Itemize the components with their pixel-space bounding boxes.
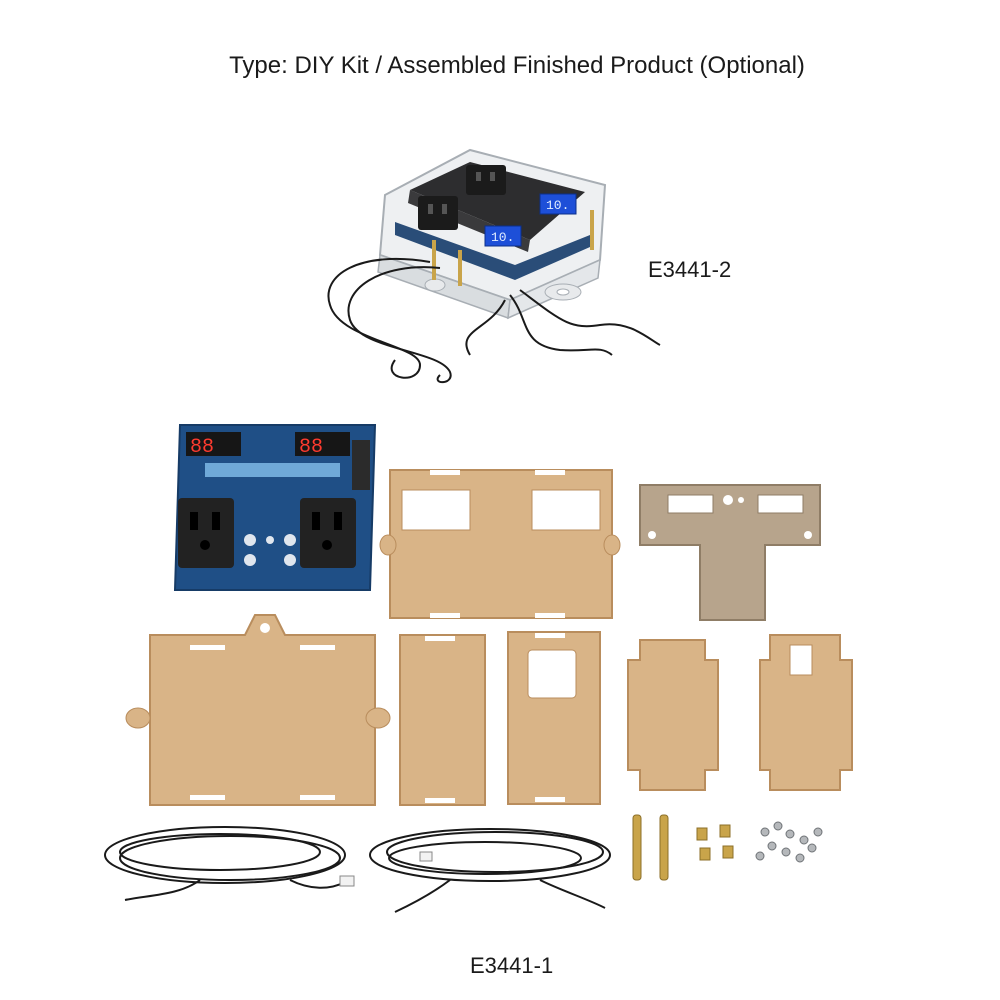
acrylic-side-panel-window xyxy=(507,631,601,805)
svg-text:10.: 10. xyxy=(546,198,569,213)
svg-text:88: 88 xyxy=(299,436,323,459)
socket-icon xyxy=(418,196,458,230)
temperature-display xyxy=(539,193,577,215)
acrylic-base-panel xyxy=(125,614,391,806)
socket-icon xyxy=(466,165,506,195)
gray-mounting-plate xyxy=(639,484,821,621)
brass-standoffs xyxy=(632,814,734,881)
acrylic-end-panel-slot xyxy=(759,634,853,791)
svg-text:88: 88 xyxy=(190,436,214,459)
temperature-probe-cable xyxy=(104,826,355,901)
temperature-probe-cable xyxy=(369,828,611,913)
socket-icon xyxy=(300,498,356,568)
diy-kit-label: E3441-1 xyxy=(470,953,554,978)
temperature-display xyxy=(484,225,522,247)
socket-icon xyxy=(178,498,234,568)
page-title: Type: DIY Kit / Assembled Finished Produ… xyxy=(229,52,805,79)
assembled-controller: 10. 10. xyxy=(327,148,661,384)
acrylic-end-panel xyxy=(627,639,719,791)
screws xyxy=(755,821,823,863)
led-display xyxy=(295,432,350,456)
controller-pcb: 88 88 xyxy=(173,424,377,591)
assembled-product-label: E3441-2 xyxy=(648,257,732,282)
led-display xyxy=(186,432,241,456)
acrylic-side-panel xyxy=(399,634,486,806)
acrylic-top-panel xyxy=(379,469,621,619)
svg-text:10.: 10. xyxy=(491,230,514,245)
